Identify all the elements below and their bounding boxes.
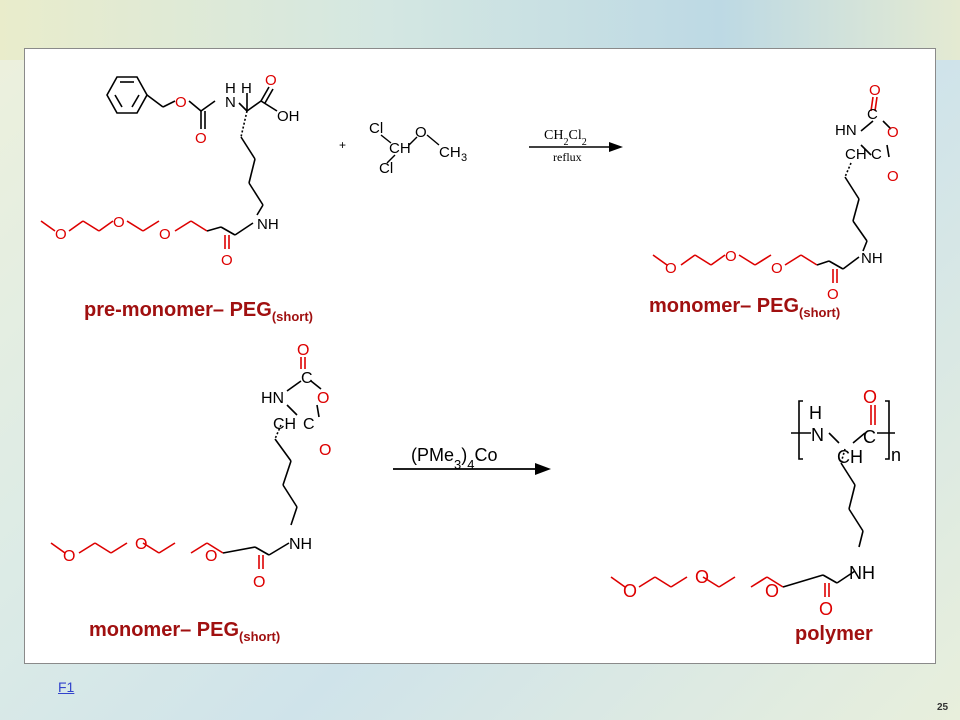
svg-text:H: H	[809, 403, 822, 423]
polymer-peg	[610, 574, 824, 588]
svg-text:O: O	[297, 342, 309, 359]
svg-text:Cl: Cl	[379, 160, 393, 177]
monomer-label-bottom: monomer– PEG(short)	[89, 619, 281, 644]
reaction-scheme-svg: O O N H H O OH NH O O O O + Cl CH Cl O C…	[40, 72, 901, 619]
page-number: 25	[937, 702, 949, 713]
svg-text:CH: CH	[389, 140, 411, 157]
svg-text:HN: HN	[835, 122, 857, 139]
svg-text:O: O	[771, 260, 783, 277]
svg-text:HN: HN	[261, 390, 284, 407]
svg-text:O: O	[869, 82, 881, 99]
svg-text:CH: CH	[439, 144, 461, 161]
svg-text:O: O	[135, 536, 147, 553]
svg-text:O: O	[725, 248, 737, 265]
svg-text:CH: CH	[273, 416, 296, 433]
svg-text:O: O	[265, 72, 277, 89]
pre-monomer-structure	[106, 76, 278, 249]
pre-monomer-peg	[40, 220, 222, 232]
polymer-atoms: O H N C CH n NH O O O O	[623, 387, 901, 619]
svg-text:N: N	[811, 425, 824, 445]
reaction-arrow-2: (PMe3)4Co	[393, 445, 551, 475]
svg-text:C: C	[863, 427, 876, 447]
svg-text:O: O	[221, 252, 233, 269]
svg-text:O: O	[205, 548, 217, 565]
svg-text:NH: NH	[849, 563, 875, 583]
svg-text:O: O	[765, 581, 779, 601]
monomer-label-top: monomer– PEG(short)	[649, 295, 841, 320]
pre-monomer-atoms: O O N H H O OH NH O O O O	[55, 72, 300, 269]
monomer-1-peg	[652, 254, 830, 266]
svg-text:H: H	[225, 80, 236, 97]
svg-text:O: O	[827, 286, 839, 303]
solvent-label: CH2Cl2	[544, 128, 587, 148]
polymer-label: polymer	[795, 623, 873, 645]
svg-text:NH: NH	[257, 216, 279, 233]
svg-text:O: O	[695, 567, 709, 587]
svg-text:O: O	[887, 124, 899, 141]
svg-text:O: O	[317, 390, 329, 407]
svg-text:O: O	[195, 130, 207, 147]
monomer-2-peg	[50, 542, 256, 554]
reaction-arrow-1: CH2Cl2 reflux	[529, 128, 623, 164]
svg-text:O: O	[113, 214, 125, 231]
svg-text:O: O	[55, 226, 67, 243]
svg-text:O: O	[415, 124, 427, 141]
monomer-2-structure	[254, 357, 322, 569]
svg-text:O: O	[175, 94, 187, 111]
dichloromethyl-ether: Cl CH Cl O CH 3	[369, 120, 467, 177]
svg-text:NH: NH	[861, 250, 883, 267]
svg-text:C: C	[867, 106, 878, 123]
svg-text:3: 3	[461, 152, 467, 164]
svg-text:CH: CH	[845, 146, 867, 163]
monomer-1-atoms: O C HN O CH C O NH O O O O	[665, 82, 899, 303]
svg-text:NH: NH	[289, 536, 312, 553]
svg-text:OH: OH	[277, 108, 300, 125]
svg-text:n: n	[891, 445, 901, 465]
svg-text:O: O	[863, 387, 877, 407]
plus-sign: +	[339, 138, 346, 152]
catalyst-label: (PMe3)4Co	[411, 445, 497, 472]
reaction-scheme-panel: O O N H H O OH NH O O O O + Cl CH Cl O C…	[24, 48, 936, 664]
svg-text:O: O	[253, 574, 265, 591]
svg-text:O: O	[887, 168, 899, 185]
svg-text:CH: CH	[837, 447, 863, 467]
svg-text:N: N	[225, 94, 236, 111]
svg-text:Cl: Cl	[369, 120, 383, 137]
svg-text:O: O	[159, 226, 171, 243]
condition-label: reflux	[553, 150, 582, 164]
monomer-2-atoms: O C HN O CH C O NH O O O O	[63, 342, 331, 591]
svg-text:O: O	[319, 442, 331, 459]
svg-text:O: O	[819, 599, 833, 619]
pre-monomer-label: pre-monomer– PEG(short)	[84, 299, 313, 324]
svg-text:O: O	[63, 548, 75, 565]
svg-text:C: C	[301, 370, 313, 387]
svg-text:O: O	[623, 581, 637, 601]
f1-link[interactable]: F1	[58, 679, 75, 695]
svg-text:H: H	[241, 80, 252, 97]
svg-text:O: O	[665, 260, 677, 277]
svg-text:C: C	[871, 146, 882, 163]
svg-text:C: C	[303, 416, 315, 433]
polymer-structure	[791, 400, 895, 597]
monomer-1-structure	[828, 96, 892, 283]
